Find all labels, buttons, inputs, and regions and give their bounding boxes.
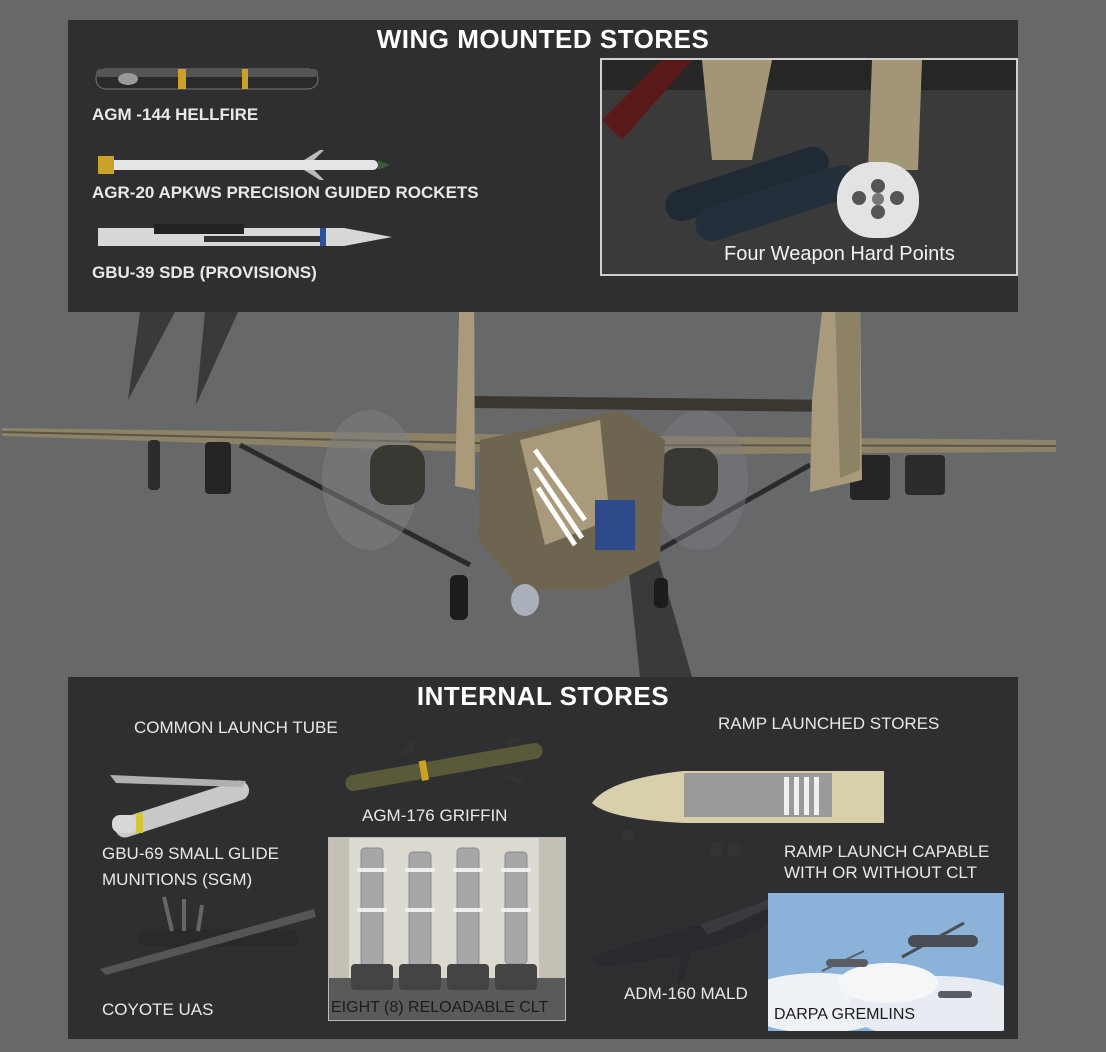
gbu69-label: GBU-69 SMALL GLIDE MUNITIONS (SGM) (102, 844, 279, 890)
apkws-label: AGR-20 APKWS PRECISION GUIDED ROCKETS (92, 183, 479, 202)
coyote-uas-icon (100, 896, 316, 975)
ramp-capable-label: RAMP LAUNCH CAPABLE WITH OR WITHOUT CLT (784, 842, 990, 883)
mald-decoy-icon (592, 899, 780, 981)
sdb-label: GBU-39 SDB (PROVISIONS) (92, 263, 317, 282)
griffin-label: AGM-176 GRIFFIN (362, 806, 508, 825)
gremlins-label: DARPA GREMLINS (774, 1006, 916, 1023)
wing-mounted-stores-panel: WING MOUNTED STORES AGM -144 HELLFIRE AG… (68, 20, 1018, 312)
sdb-bomb-icon (98, 224, 392, 246)
hellfire-missile-icon (95, 68, 319, 90)
internal-stores-panel: INTERNAL STORES COMMON LAUNCH TUBE GBU-6… (68, 677, 1018, 1039)
ramp-launched-label: RAMP LAUNCHED STORES (718, 714, 940, 733)
wing-panel-title: WING MOUNTED STORES (376, 24, 710, 54)
hardpoints-caption: Four Weapon Hard Points (724, 243, 955, 265)
hellfire-label: AGM -144 HELLFIRE (92, 105, 259, 124)
griffin-missile-icon (345, 737, 543, 791)
coyote-label: COYOTE UAS (102, 1000, 214, 1019)
internal-panel-title: INTERNAL STORES (416, 681, 670, 711)
gbu69-glide-munition-icon (110, 775, 250, 838)
clt-rack-inset: EIGHT (8) RELOADABLE CLT (328, 837, 566, 1021)
aircraft-cutaway-icon (592, 771, 884, 856)
hardpoints-inset: Four Weapon Hard Points (600, 58, 1018, 276)
common-launch-tube-label: COMMON LAUNCH TUBE (134, 718, 338, 737)
apkws-rocket-icon (98, 150, 390, 180)
gremlins-inset: DARPA GREMLINS (768, 893, 1004, 1031)
hardpoints-illustration (602, 60, 1016, 242)
gremlins-illustration (768, 893, 1004, 1031)
clt-rack-illustration (329, 838, 565, 1020)
mald-label: ADM-160 MALD (624, 984, 748, 1003)
clt-label: EIGHT (8) RELOADABLE CLT (331, 999, 549, 1016)
